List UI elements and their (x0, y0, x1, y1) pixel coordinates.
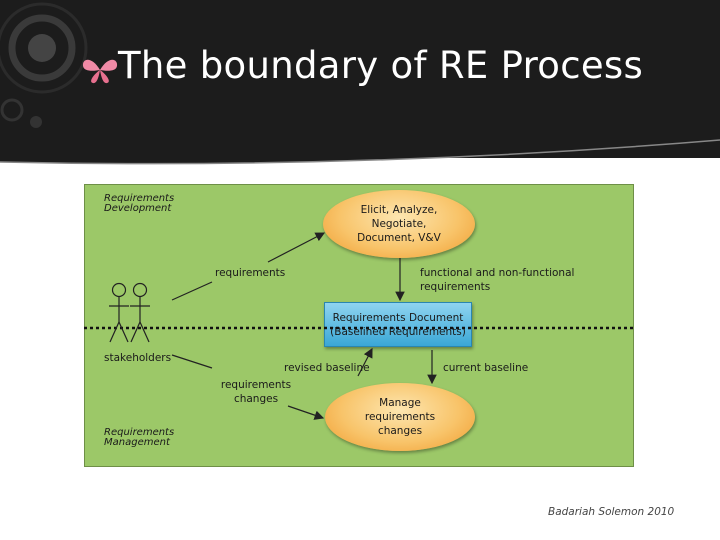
functional-requirements-label: functional and non-functional requiremen… (420, 267, 575, 293)
requirements-label: requirements (215, 267, 286, 279)
requirements-management-label: Requirements Management (104, 427, 175, 448)
line-stakeholders-changes (171, 354, 213, 369)
slide-title: The boundary of RE Process (118, 44, 644, 87)
requirements-document-label: Requirements Document (Baselined Require… (330, 311, 466, 338)
line-stakeholders-requirements (171, 281, 213, 301)
requirements-changes-label: requirements changes (220, 379, 292, 405)
arrow-changes-to-manage (287, 405, 325, 420)
slide-credit: Badariah Solemon 2010 (548, 506, 675, 518)
header-curve (0, 118, 720, 165)
arrow-requirements-to-elicit (267, 232, 326, 263)
arrow-revised-baseline (357, 347, 373, 377)
elicit-analyze-node: Elicit, Analyze, Negotiate, Document, V&… (323, 190, 475, 258)
elicit-analyze-label: Elicit, Analyze, Negotiate, Document, V&… (357, 204, 441, 244)
revised-baseline-label: revised baseline (284, 362, 370, 374)
stakeholders-label: stakeholders (104, 352, 172, 364)
manage-changes-node: Manage requirements changes (325, 383, 475, 451)
current-baseline-label: current baseline (443, 362, 529, 374)
butterfly-icon (82, 59, 118, 84)
requirements-document-node: Requirements Document (Baselined Require… (324, 302, 472, 347)
stakeholder-icon (109, 282, 150, 343)
requirements-development-label: Requirements Development (104, 193, 175, 214)
manage-changes-label: Manage requirements changes (364, 397, 436, 437)
decorative-circles (0, 2, 88, 128)
